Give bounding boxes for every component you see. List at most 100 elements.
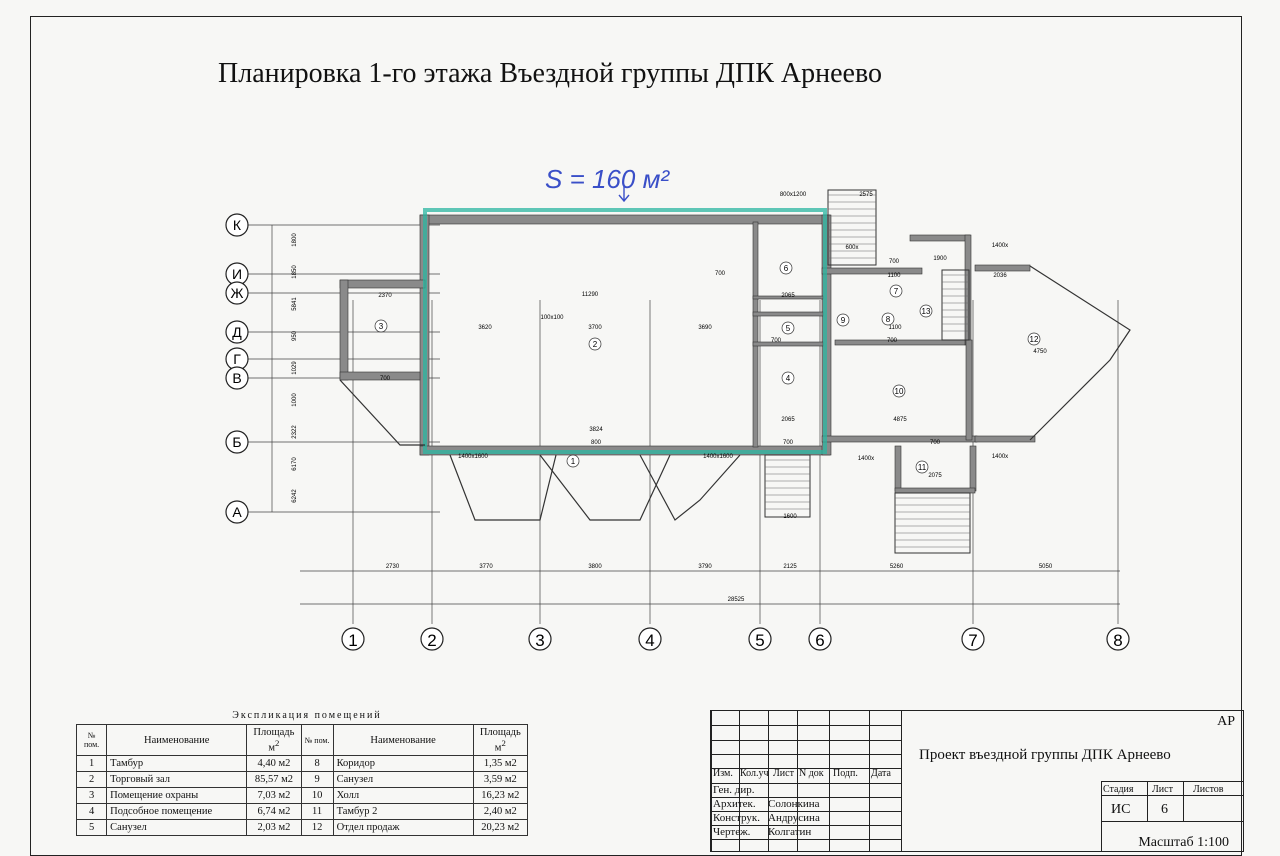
stamp-column-header: N док <box>799 768 824 779</box>
axis-bubble-col-2 <box>420 627 444 651</box>
dimension-inside: 700 <box>783 440 794 446</box>
dimension-inside: 2065 <box>781 417 795 423</box>
wall <box>965 339 973 441</box>
explication-cell-a1: 4,40 м2 <box>246 755 302 772</box>
axis-label-row-А: А <box>232 504 242 520</box>
stamp-grid-line <box>1101 781 1243 782</box>
dimension-inside: 2065 <box>781 293 795 299</box>
wall <box>752 311 824 317</box>
explication-cell-name2: Санузел <box>332 771 474 788</box>
dimension-inside: 4750 <box>1033 349 1047 355</box>
explication-cell-name1: Тамбур <box>106 755 248 772</box>
dimension-left: 1800 <box>292 233 298 247</box>
room-number: 8 <box>886 315 891 324</box>
room-number-bubble <box>836 313 850 327</box>
axis-bubble-col-8 <box>1106 627 1130 651</box>
axis-bubble-col-1 <box>341 627 365 651</box>
sales-bay-window <box>1029 265 1131 441</box>
explication-cell-a1: 85,57 м2 <box>246 771 302 788</box>
explication-cell-a1: 2,03 м2 <box>246 819 302 836</box>
stamp-grid-line <box>869 711 870 851</box>
room-number: 13 <box>922 307 931 316</box>
axis-label-row-Ж: Ж <box>231 285 244 301</box>
axis-label-col-1: 1 <box>348 631 357 650</box>
dimension-bottom: 3790 <box>698 564 712 570</box>
area-label: Площадь <box>253 726 295 738</box>
col-no-2: № пом. <box>300 724 334 756</box>
dimension-inside: 800x1200 <box>780 192 807 198</box>
stamp-role: Конструк. <box>713 812 760 824</box>
dimension-inside: 1100 <box>888 273 902 279</box>
explication-cell-a2: 20,23 м2 <box>472 819 529 836</box>
handwritten-area-note: S = 160 м² <box>545 164 670 194</box>
col-name-1: Наименование <box>106 724 248 756</box>
axis-label-col-3: 3 <box>535 631 544 650</box>
stamp-grid-line <box>711 768 901 769</box>
explication-cell-name2: Тамбур 2 <box>332 803 474 820</box>
dimension-inside: 700 <box>887 338 898 344</box>
dimension-bottom: 3800 <box>588 564 602 570</box>
room-number-bubble <box>374 319 388 333</box>
dimension-inside: 3690 <box>698 325 712 331</box>
explication-cell-a2: 1,35 м2 <box>472 755 529 772</box>
dimension-inside: 1100 <box>889 325 903 331</box>
axis-label-col-4: 4 <box>645 631 654 650</box>
drawing-title: Планировка 1-го этажа Въездной группы ДП… <box>218 58 883 89</box>
revision-grid <box>711 711 902 851</box>
room-number-bubble <box>881 312 895 326</box>
room-number-bubble <box>566 454 580 468</box>
room-number-bubble <box>781 321 795 335</box>
handwritten-arrow <box>618 186 630 203</box>
dimension-inside: 100x100 <box>540 315 564 321</box>
stairs-2 <box>894 492 971 554</box>
stamp-person: Колгатин <box>768 826 812 838</box>
room-number-bubble <box>1027 332 1041 346</box>
dimension-inside: 2036 <box>993 273 1007 279</box>
explication-cell-n2: 8 <box>300 755 334 772</box>
room-number-bubble <box>915 460 929 474</box>
dimension-left: 2322 <box>292 425 298 439</box>
explication-cell-n2: 11 <box>300 803 334 820</box>
stamp-grid-line <box>711 725 901 726</box>
wall <box>339 371 421 381</box>
dimension-inside: 1400x1600 <box>703 454 733 460</box>
dimension-inside: 3700 <box>588 325 602 331</box>
axis-label-row-Д: Д <box>232 324 242 340</box>
room-number: 6 <box>784 264 789 273</box>
room-number: 11 <box>918 463 927 472</box>
stage-header: Стадия <box>1103 784 1134 795</box>
dimension-inside: 600x <box>845 245 858 251</box>
stamp-grid-line <box>711 811 901 812</box>
explication-cell-n1: 3 <box>75 787 108 804</box>
explication-cell-a2: 16,23 м2 <box>472 787 529 804</box>
axis-bubble-col-3 <box>528 627 552 651</box>
dimension-total: 28525 <box>728 597 745 603</box>
explication-cell-n2: 10 <box>300 787 334 804</box>
area-unit: м <box>268 742 276 754</box>
dimension-inside: 3824 <box>589 427 603 433</box>
wall <box>339 279 426 289</box>
dimension-inside: 2370 <box>378 293 392 299</box>
project-name: Проект въездной группы ДПК Арнеево <box>919 747 1171 763</box>
stamp-grid-line <box>768 711 769 851</box>
dimension-inside: 1400x1600 <box>458 454 488 460</box>
explication-cell-name2: Коридор <box>332 755 474 772</box>
stamp-role: Архитек. <box>713 798 756 810</box>
room-number: 5 <box>786 324 791 333</box>
wall <box>752 341 824 347</box>
sheet-value: 6 <box>1161 802 1168 817</box>
dimension-inside: 3620 <box>478 325 492 331</box>
stamp-column-header: Лист <box>773 768 794 779</box>
dimension-bottom: 3770 <box>479 564 493 570</box>
dimension-inside: 4875 <box>893 417 907 423</box>
stamp-grid-line <box>711 839 901 840</box>
explication-cell-name2: Холл <box>332 787 474 804</box>
room-number: 10 <box>895 387 904 396</box>
dimension-bottom: 2730 <box>386 564 400 570</box>
stamp-grid-line <box>1101 795 1243 796</box>
axis-label-col-2: 2 <box>427 631 436 650</box>
dimension-inside: 1400x <box>992 243 1008 249</box>
